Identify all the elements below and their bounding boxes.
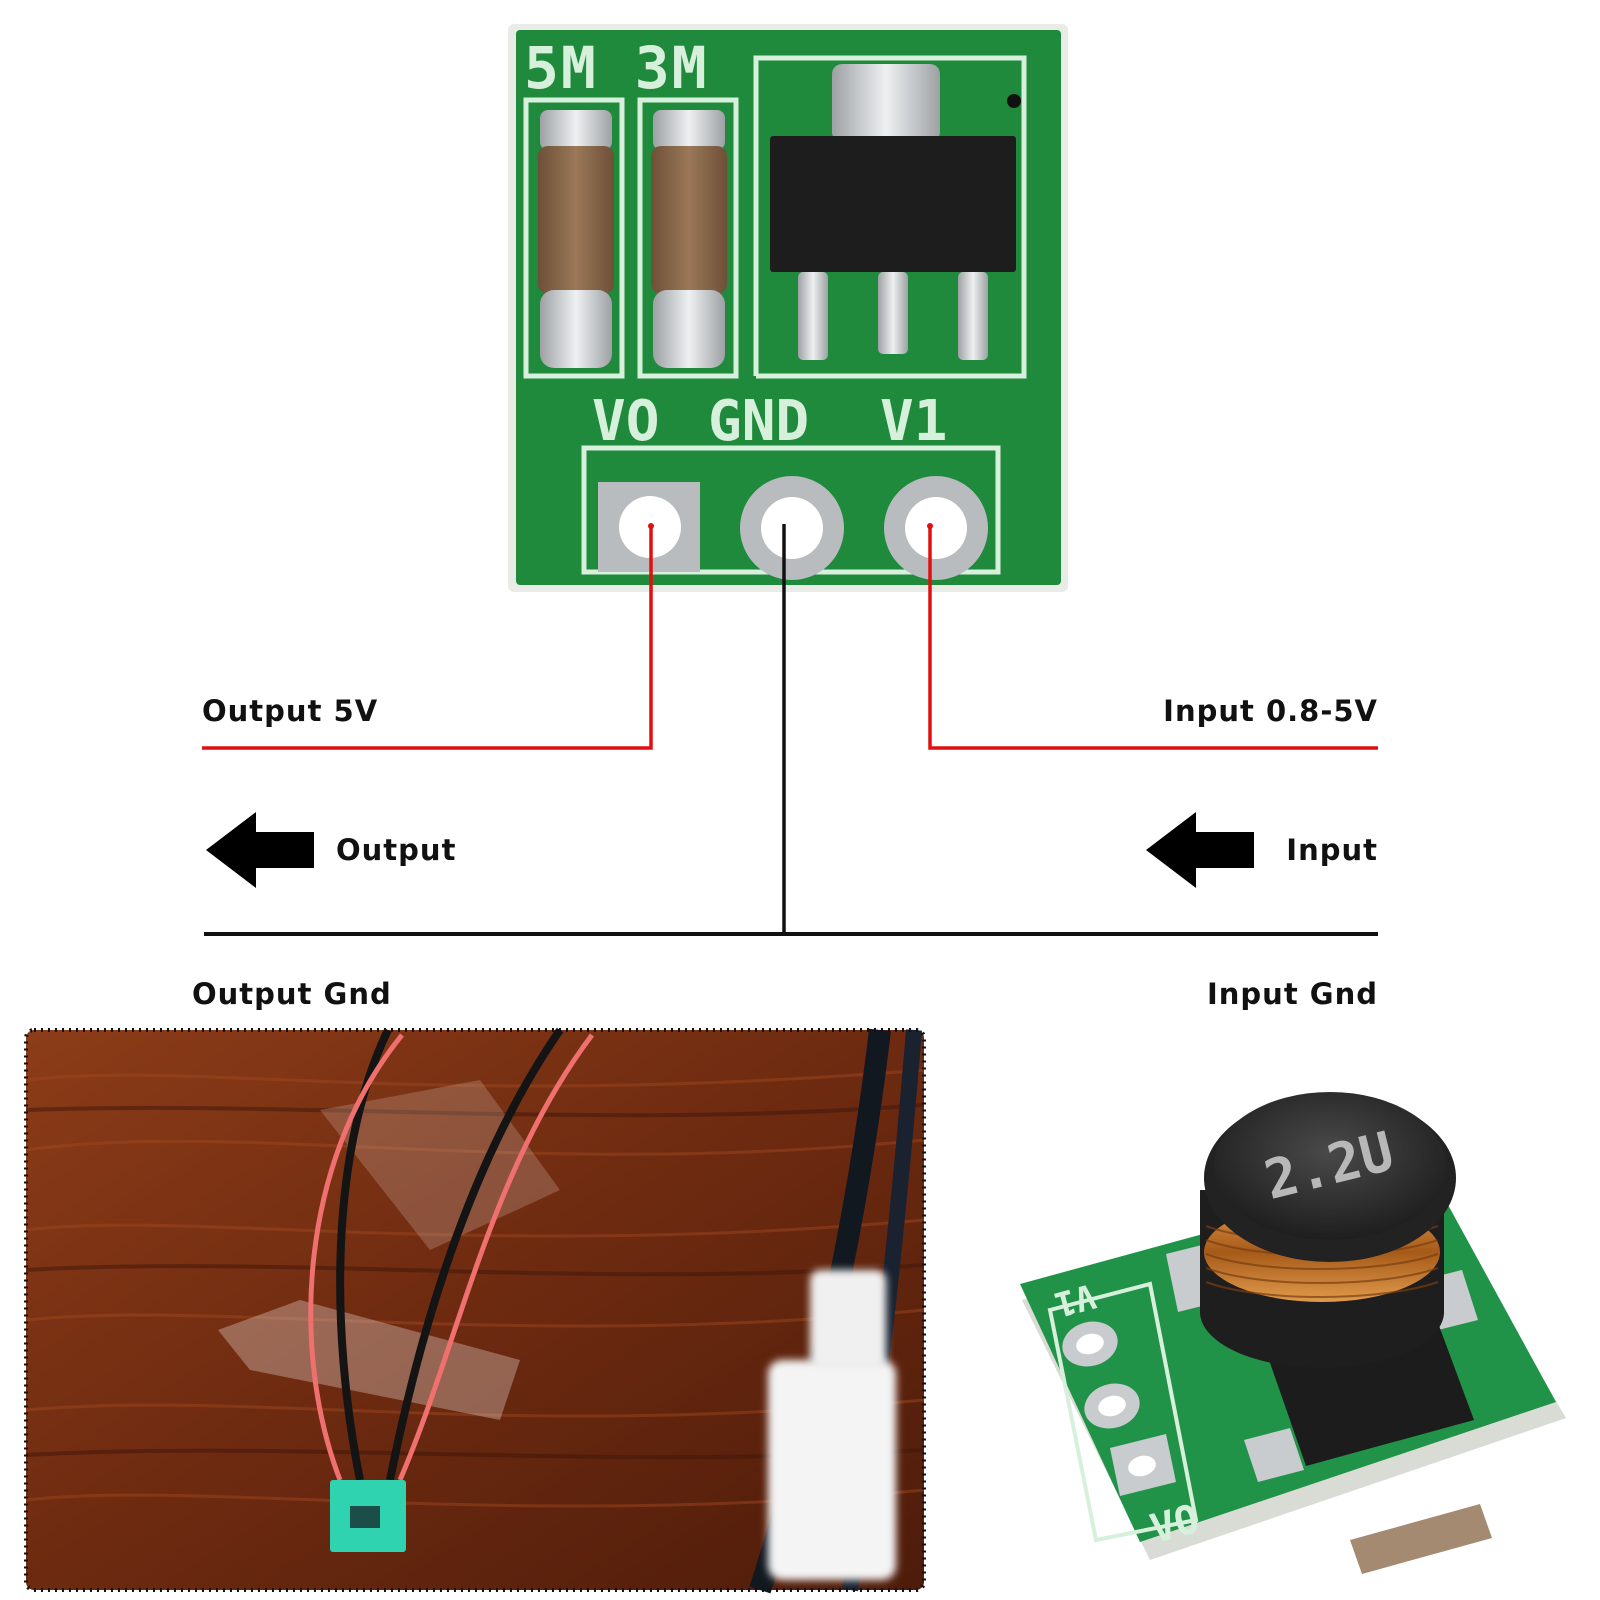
ic-outline: [753, 55, 1027, 379]
capacitor-outline-right: [637, 97, 739, 379]
pad-v1-hole: [905, 497, 967, 559]
capacitor-right: [651, 110, 727, 368]
wire-output-5v: [202, 523, 654, 750]
label-input-gnd: Input Gnd: [1206, 977, 1378, 1011]
silk-caps-label: 5M 3M: [524, 34, 709, 102]
wire-ground: [204, 524, 1378, 936]
wire-input: [927, 523, 1378, 750]
pad-gnd-hole: [761, 497, 823, 559]
capacitor-left: [538, 110, 614, 368]
label-output: Output: [336, 833, 457, 867]
ic-pin1-dot: [1007, 94, 1021, 108]
arrow-left-icon: [206, 812, 314, 888]
installation-photo: [24, 1027, 926, 1594]
label-output-gnd: Output Gnd: [192, 977, 392, 1011]
module-photo: 2.2U V1 VO: [1020, 1092, 1566, 1574]
capacitor-outline-left: [523, 97, 625, 379]
pin-label-gnd: GND: [708, 389, 809, 454]
pcb-module-top: 5M 3M VO GND V1: [508, 24, 1068, 592]
arrow-left-icon-input: [1146, 812, 1254, 888]
pin-label-v1: V1: [880, 389, 947, 454]
label-output-5v: Output 5V: [202, 694, 379, 728]
pin-label-vo: VO: [592, 389, 659, 454]
label-input: Input: [1286, 833, 1378, 867]
regulator-ic: [770, 64, 1016, 360]
label-input-range: Input 0.8-5V: [1163, 694, 1378, 728]
